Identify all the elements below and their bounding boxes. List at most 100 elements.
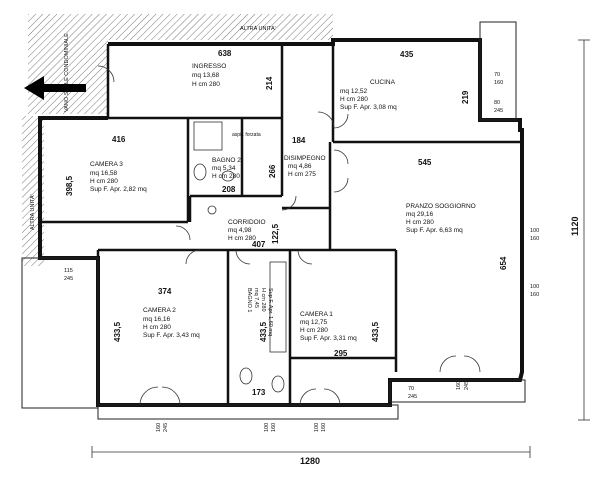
opening-height: 160 (530, 236, 539, 242)
total-width-label: 1280 (300, 456, 320, 466)
opening-height: 245 (163, 423, 169, 432)
room-area: mq 4,98 (228, 227, 252, 234)
room-name: CAMERA 3 (90, 161, 123, 168)
room-camera-3: CAMERA 3 mq 16,58 H cm 280 Sup F. Apr. 2… (90, 161, 147, 193)
dim-label: 266 (268, 164, 277, 178)
room-name: CAMERA 1 (300, 311, 333, 318)
opening-height: 160 (321, 423, 327, 432)
room-name: DISIMPEGNO (284, 155, 326, 162)
room-camera-2: CAMERA 2 mq 16,16 H cm 280 Sup F. Apr. 3… (143, 307, 200, 339)
opening-width: 100 (530, 284, 539, 290)
opening-height: 245 (408, 394, 417, 400)
room-area: mq 5,34 (212, 165, 236, 172)
entrance-arrow-icon (24, 76, 86, 100)
dim-label: 654 (499, 256, 508, 270)
room-disimpegno: DISIMPEGNO mq 4,86 H cm 275 (284, 155, 326, 178)
room-height: H cm 280 (406, 219, 434, 226)
dim-label: 545 (418, 158, 432, 167)
dim-label: 184 (292, 136, 306, 145)
room-name: INGRESSO (192, 63, 226, 70)
room-name: PRANZO SOGGIORNO (406, 203, 476, 210)
room-area: mq 12,52 (340, 88, 367, 95)
total-height-label: 1120 (570, 216, 580, 236)
room-cucina: CUCINA mq 12,52 H cm 280 Sup F. Apr. 3,0… (340, 79, 397, 111)
room-name: BAGNO 2 (212, 157, 241, 164)
opening-width: 160 (456, 381, 462, 390)
door-swings (97, 65, 481, 406)
dim-label: 433,5 (371, 321, 380, 342)
opening-width: 100 (264, 423, 270, 432)
opening-width: 70 (494, 72, 500, 78)
room-area: mq 4,86 (288, 163, 312, 170)
room-area: mq 13,68 (192, 72, 219, 79)
dim-label: 407 (252, 240, 266, 249)
opening-height: 160 (530, 292, 539, 298)
room-height: H cm 280 (260, 288, 266, 312)
room-area: mq 29,16 (406, 211, 433, 218)
bathroom-fixtures (193, 121, 287, 393)
room-bagno-1: BAGNO 1 mq 7,45 H cm 280 Sup F. Apr. 1,6… (246, 288, 273, 336)
dim-label: 416 (112, 135, 126, 144)
opening-height: 245 (64, 276, 73, 282)
room-window: Sup F. Apr. 2,82 mq (90, 186, 147, 193)
opening-height: 245 (464, 381, 470, 390)
opening-height: 245 (494, 108, 503, 114)
room-window: Sup F. Apr. 3,43 mq (143, 332, 200, 339)
opening-width: 100 (530, 228, 539, 234)
dim-label: 214 (265, 76, 274, 90)
room-window: Sup F. Apr. 6,63 mq (406, 227, 463, 234)
opening-width: 70 (408, 386, 414, 392)
top-neighbor-label: ALTRA UNITA' (240, 26, 276, 32)
room-area: mq 16,58 (90, 170, 117, 177)
dim-label: 435 (400, 50, 414, 59)
dim-label: 638 (218, 49, 232, 58)
room-height: H cm 280 (340, 96, 368, 103)
stairwell-label: VANO SCALE CONDOMINIALE (64, 33, 70, 112)
top-neighbor-hatch (108, 14, 333, 40)
room-window: Sup F. Apr. 1,60 mq (267, 288, 273, 336)
opening-height: 160 (271, 423, 277, 432)
room-name: CUCINA (370, 79, 396, 86)
room-note: aspir. forzata (232, 132, 261, 138)
opening-labels: 70 160 80 245 100 160 100 160 115 245 16… (64, 72, 539, 432)
room-height: H cm 280 (143, 324, 171, 331)
room-dimensions: 638 214 435 219 416 184 398,5 266 208 54… (65, 49, 580, 466)
opening-width: 115 (64, 268, 73, 274)
room-name: CORRIDOIO (228, 219, 266, 226)
room-window: Sup F. Apr. 3,08 mq (340, 104, 397, 111)
room-height: H cm 275 (288, 171, 316, 178)
dim-label: 433,5 (259, 321, 268, 342)
room-ingresso: INGRESSO mq 13,68 H cm 280 (192, 63, 226, 88)
room-area: mq 16,16 (143, 316, 170, 323)
room-height: H cm 280 (192, 81, 220, 88)
room-height: H cm 280 (300, 327, 328, 334)
dim-label: 122,5 (271, 223, 280, 244)
opening-width: 100 (314, 423, 320, 432)
overall-dimension-lines (91, 39, 590, 458)
room-corridoio: CORRIDOIO mq 4,98 H cm 280 (228, 219, 266, 242)
dim-label: 374 (158, 287, 172, 296)
room-area: mq 12,75 (300, 319, 327, 326)
room-pranzo-soggiorno: PRANZO SOGGIORNO mq 29,16 H cm 280 Sup F… (406, 203, 476, 234)
room-bagno-2: aspir. forzata BAGNO 2 mq 5,34 H cm 280 (212, 132, 261, 180)
room-height: H cm 280 (90, 178, 118, 185)
room-window: Sup F. Apr. 3,31 mq (300, 335, 357, 342)
room-height: H cm 280 (228, 235, 256, 242)
opening-height: 160 (494, 80, 503, 86)
left-neighbor-label: ALTRA UNITA' (30, 194, 36, 230)
opening-width: 80 (494, 100, 500, 106)
room-name: CAMERA 2 (143, 307, 176, 314)
dim-label: 173 (252, 388, 266, 397)
dim-label: 433,5 (113, 321, 122, 342)
room-name: BAGNO 1 (246, 288, 252, 312)
dim-label: 208 (222, 185, 236, 194)
interior-walls (40, 44, 520, 405)
room-area: mq 7,45 (253, 288, 259, 308)
opening-width: 160 (156, 423, 162, 432)
dim-label: 295 (334, 349, 348, 358)
room-camera-1: CAMERA 1 mq 12,75 H cm 280 Sup F. Apr. 3… (300, 311, 357, 342)
dim-label: 219 (461, 90, 470, 104)
dim-label: 398,5 (65, 175, 74, 196)
room-height: H cm 280 (212, 173, 240, 180)
